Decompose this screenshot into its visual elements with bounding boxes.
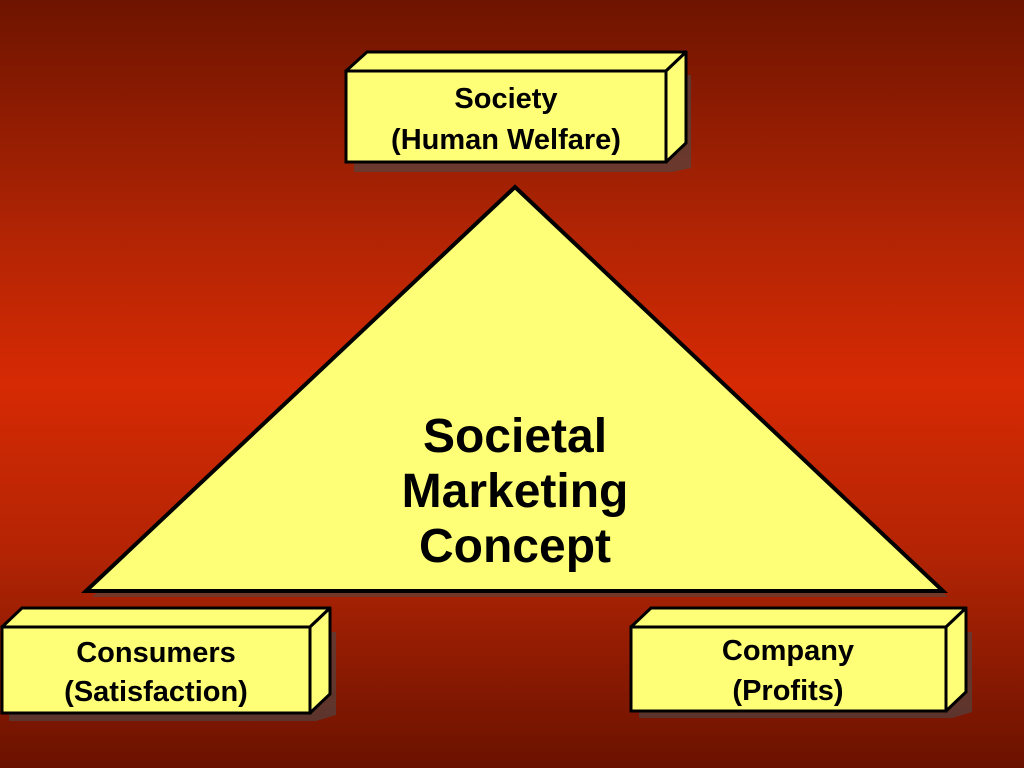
company-box-title: Company	[722, 635, 854, 667]
center-label-line-3: Concept	[419, 520, 611, 573]
consumers-box-title: Consumers	[76, 637, 236, 669]
consumers-box-side-face	[308, 606, 332, 715]
center-label: Societal Marketing Concept	[402, 410, 629, 573]
company-box-front-face	[629, 625, 948, 713]
society-box-title: Society	[454, 83, 557, 115]
society-box-front-face	[344, 69, 668, 164]
society-box-side-face	[664, 50, 688, 164]
society-box: Society (Human Welfare)	[344, 50, 691, 172]
company-box-top-face	[629, 606, 968, 629]
consumers-box-top-face	[0, 606, 332, 629]
society-box-top-face	[344, 50, 688, 73]
center-label-line-1: Societal	[423, 410, 607, 463]
company-box-side-face	[944, 606, 968, 713]
company-box-subtitle: (Profits)	[732, 675, 843, 707]
society-box-subtitle: (Human Welfare)	[391, 124, 621, 156]
consumers-box-front-face	[0, 625, 312, 715]
center-triangle	[80, 184, 949, 593]
consumers-box-subtitle: (Satisfaction)	[64, 676, 248, 708]
consumers-box: Consumers (Satisfaction)	[0, 606, 336, 721]
company-box: Company (Profits)	[629, 606, 972, 718]
center-label-line-2: Marketing	[402, 465, 629, 518]
